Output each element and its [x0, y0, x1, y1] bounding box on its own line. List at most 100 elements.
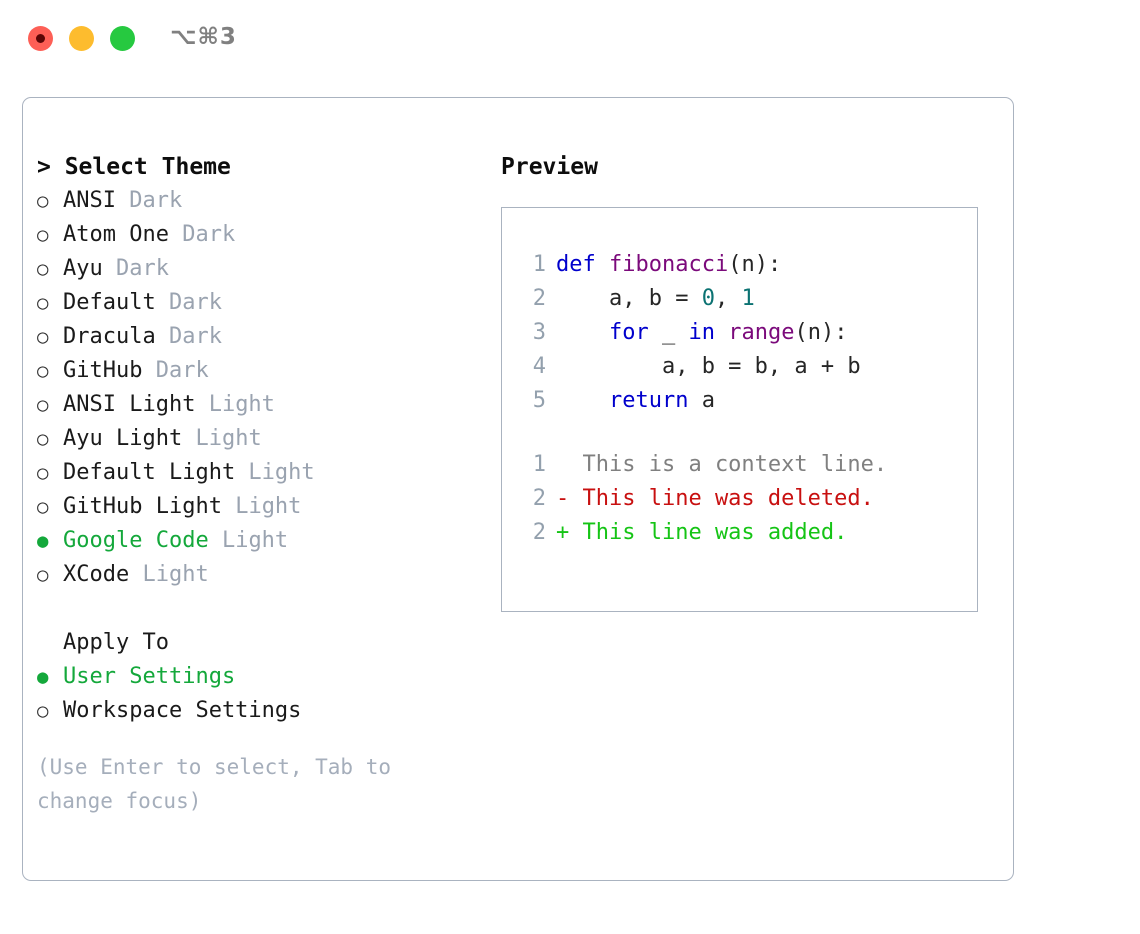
radio-unselected-icon: ○: [37, 462, 49, 484]
code-token-fn: fibonacci: [608, 252, 729, 277]
code-token-txt: a: [701, 388, 715, 413]
apply-to-heading-label: Apply To: [63, 630, 169, 655]
theme-option-label: XCode: [63, 562, 130, 587]
radio-unselected-icon: ○: [37, 394, 49, 416]
radio-unselected-icon: ○: [37, 190, 49, 212]
theme-option-dracula[interactable]: ○Dracula Dark: [37, 320, 497, 354]
theme-option-label: GitHub Light: [63, 494, 222, 519]
code-token-txt: ,: [714, 286, 742, 311]
code-token-txt: [556, 316, 609, 350]
theme-option-ayu-light[interactable]: ○ Ayu Light Light: [37, 422, 497, 456]
theme-option-default-light[interactable]: ○ Default Light Light: [37, 456, 497, 490]
title-bar: ⌥⌘3: [0, 0, 1140, 78]
code-token-add: + This line was added.: [556, 520, 848, 545]
code-token-txt: _: [661, 320, 689, 345]
apply-to-list: ● User Settings ○ Workspace Settings: [37, 660, 497, 728]
code-token-txt: (n):: [728, 252, 782, 277]
apply-to-heading: ○ Apply To: [37, 626, 497, 660]
theme-option-label: Atom One: [63, 222, 169, 247]
code-line: 4 a, b = b, a + b: [516, 350, 977, 384]
radio-unselected-icon: ○: [37, 496, 49, 518]
radio-unselected-icon: ○: [37, 428, 49, 450]
code-token-txt: [556, 384, 609, 418]
radio-unselected-icon: ○: [37, 700, 49, 722]
theme-option-label: ANSI Light: [63, 392, 196, 417]
preview-block-gap: [516, 418, 977, 448]
theme-picker-column: > Select Theme ○ANSI Dark○Atom One Dark○…: [37, 150, 497, 818]
theme-option-google-code[interactable]: ●Google Code Light: [37, 524, 497, 558]
radio-unselected-icon: ○: [37, 224, 49, 246]
theme-option-variant: Light: [221, 494, 302, 519]
code-line: 2 a, b = 0, 1: [516, 282, 977, 316]
theme-option-label: Ayu: [63, 256, 103, 281]
radio-unselected-icon: ○: [37, 292, 49, 314]
theme-option-label: Default Light: [63, 460, 236, 485]
select-theme-heading: > Select Theme: [37, 154, 231, 180]
theme-option-ayu[interactable]: ○ Ayu Dark: [37, 252, 497, 286]
theme-option-github-light[interactable]: ○ GitHub Light Light: [37, 490, 497, 524]
theme-option-label: GitHub: [63, 358, 143, 383]
apply-to-option-label: Workspace Settings: [63, 698, 302, 723]
line-number: 1: [532, 452, 546, 477]
diff-sample-block: 1 This is a context line. 2 - This line wa…: [516, 448, 977, 550]
theme-option-atom-one[interactable]: ○ Atom One Dark: [37, 218, 497, 252]
theme-list: ○ANSI Dark○Atom One Dark○Ayu Dark○Defaul…: [37, 184, 497, 592]
radio-unselected-icon: ○: [37, 258, 49, 280]
line-number: 5: [532, 388, 546, 413]
code-token-del: - This line was deleted.: [556, 486, 874, 511]
theme-option-label: Default: [63, 290, 156, 315]
code-token-kw: return: [608, 388, 702, 413]
theme-option-ansi-light[interactable]: ○ANSI Light Light: [37, 388, 497, 422]
apply-to-option-label: User Settings: [63, 664, 236, 689]
theme-option-variant: Light: [235, 460, 315, 485]
theme-option-default[interactable]: ○ Default Dark: [37, 286, 497, 320]
code-token-ctx: This is a context line.: [556, 452, 888, 477]
maximize-window-button[interactable]: [110, 26, 135, 51]
theme-option-github[interactable]: ○ GitHub Dark: [37, 354, 497, 388]
radio-unselected-icon: ○: [37, 564, 49, 586]
radio-unselected-icon: ○: [37, 360, 49, 382]
line-number: 2: [532, 486, 546, 511]
apply-to-option-user-settings[interactable]: ● User Settings: [37, 660, 497, 694]
theme-option-variant: Light: [182, 426, 262, 451]
apply-to-option-workspace-settings[interactable]: ○ Workspace Settings: [37, 694, 497, 728]
traffic-light-controls: [28, 26, 135, 51]
line-number: 1: [532, 252, 546, 277]
code-token-fn: range: [728, 320, 795, 345]
keyboard-shortcut-label: ⌥⌘3: [170, 24, 237, 50]
line-number: 4: [532, 354, 546, 379]
theme-option-variant: Light: [129, 562, 209, 587]
keyboard-hint-text: (Use Enter to select, Tab to change focu…: [37, 755, 392, 813]
close-window-button[interactable]: [28, 26, 53, 51]
code-line: 5 return a: [516, 384, 977, 418]
theme-option-xcode[interactable]: ○ XCode Light: [37, 558, 497, 592]
main-panel: > Select Theme ○ANSI Dark○Atom One Dark○…: [22, 97, 1014, 881]
code-line: 3 for _ in range(n):: [516, 316, 977, 350]
code-token-num: 0: [701, 286, 715, 311]
theme-option-variant: Dark: [168, 222, 236, 247]
theme-option-ansi[interactable]: ○ANSI Dark: [37, 184, 497, 218]
preview-heading: Preview: [501, 154, 598, 180]
diff-line: 2+ This line was added.: [516, 516, 977, 550]
theme-option-variant: Dark: [102, 256, 169, 281]
code-token-txt: (n):: [794, 320, 848, 345]
line-number: 2: [532, 286, 546, 311]
theme-option-label: Dracula: [63, 324, 156, 349]
theme-option-variant: Light: [208, 528, 289, 553]
diff-line: 2 - This line was deleted.: [516, 482, 977, 516]
apply-to-heading-bullet-placeholder: ○: [37, 626, 63, 660]
code-token-txt: a, b = b, a + b: [556, 354, 861, 379]
theme-option-label: Ayu Light: [63, 426, 183, 451]
minimize-window-button[interactable]: [69, 26, 94, 51]
list-spacer: [37, 592, 497, 626]
theme-option-variant: Dark: [155, 290, 222, 315]
code-token-num: 1: [741, 286, 755, 311]
theme-option-label: Google Code: [63, 528, 209, 553]
theme-option-variant: Dark: [115, 188, 183, 213]
radio-selected-icon: ●: [37, 666, 49, 688]
theme-option-variant: Dark: [142, 358, 209, 383]
radio-unselected-icon: ○: [37, 326, 49, 348]
